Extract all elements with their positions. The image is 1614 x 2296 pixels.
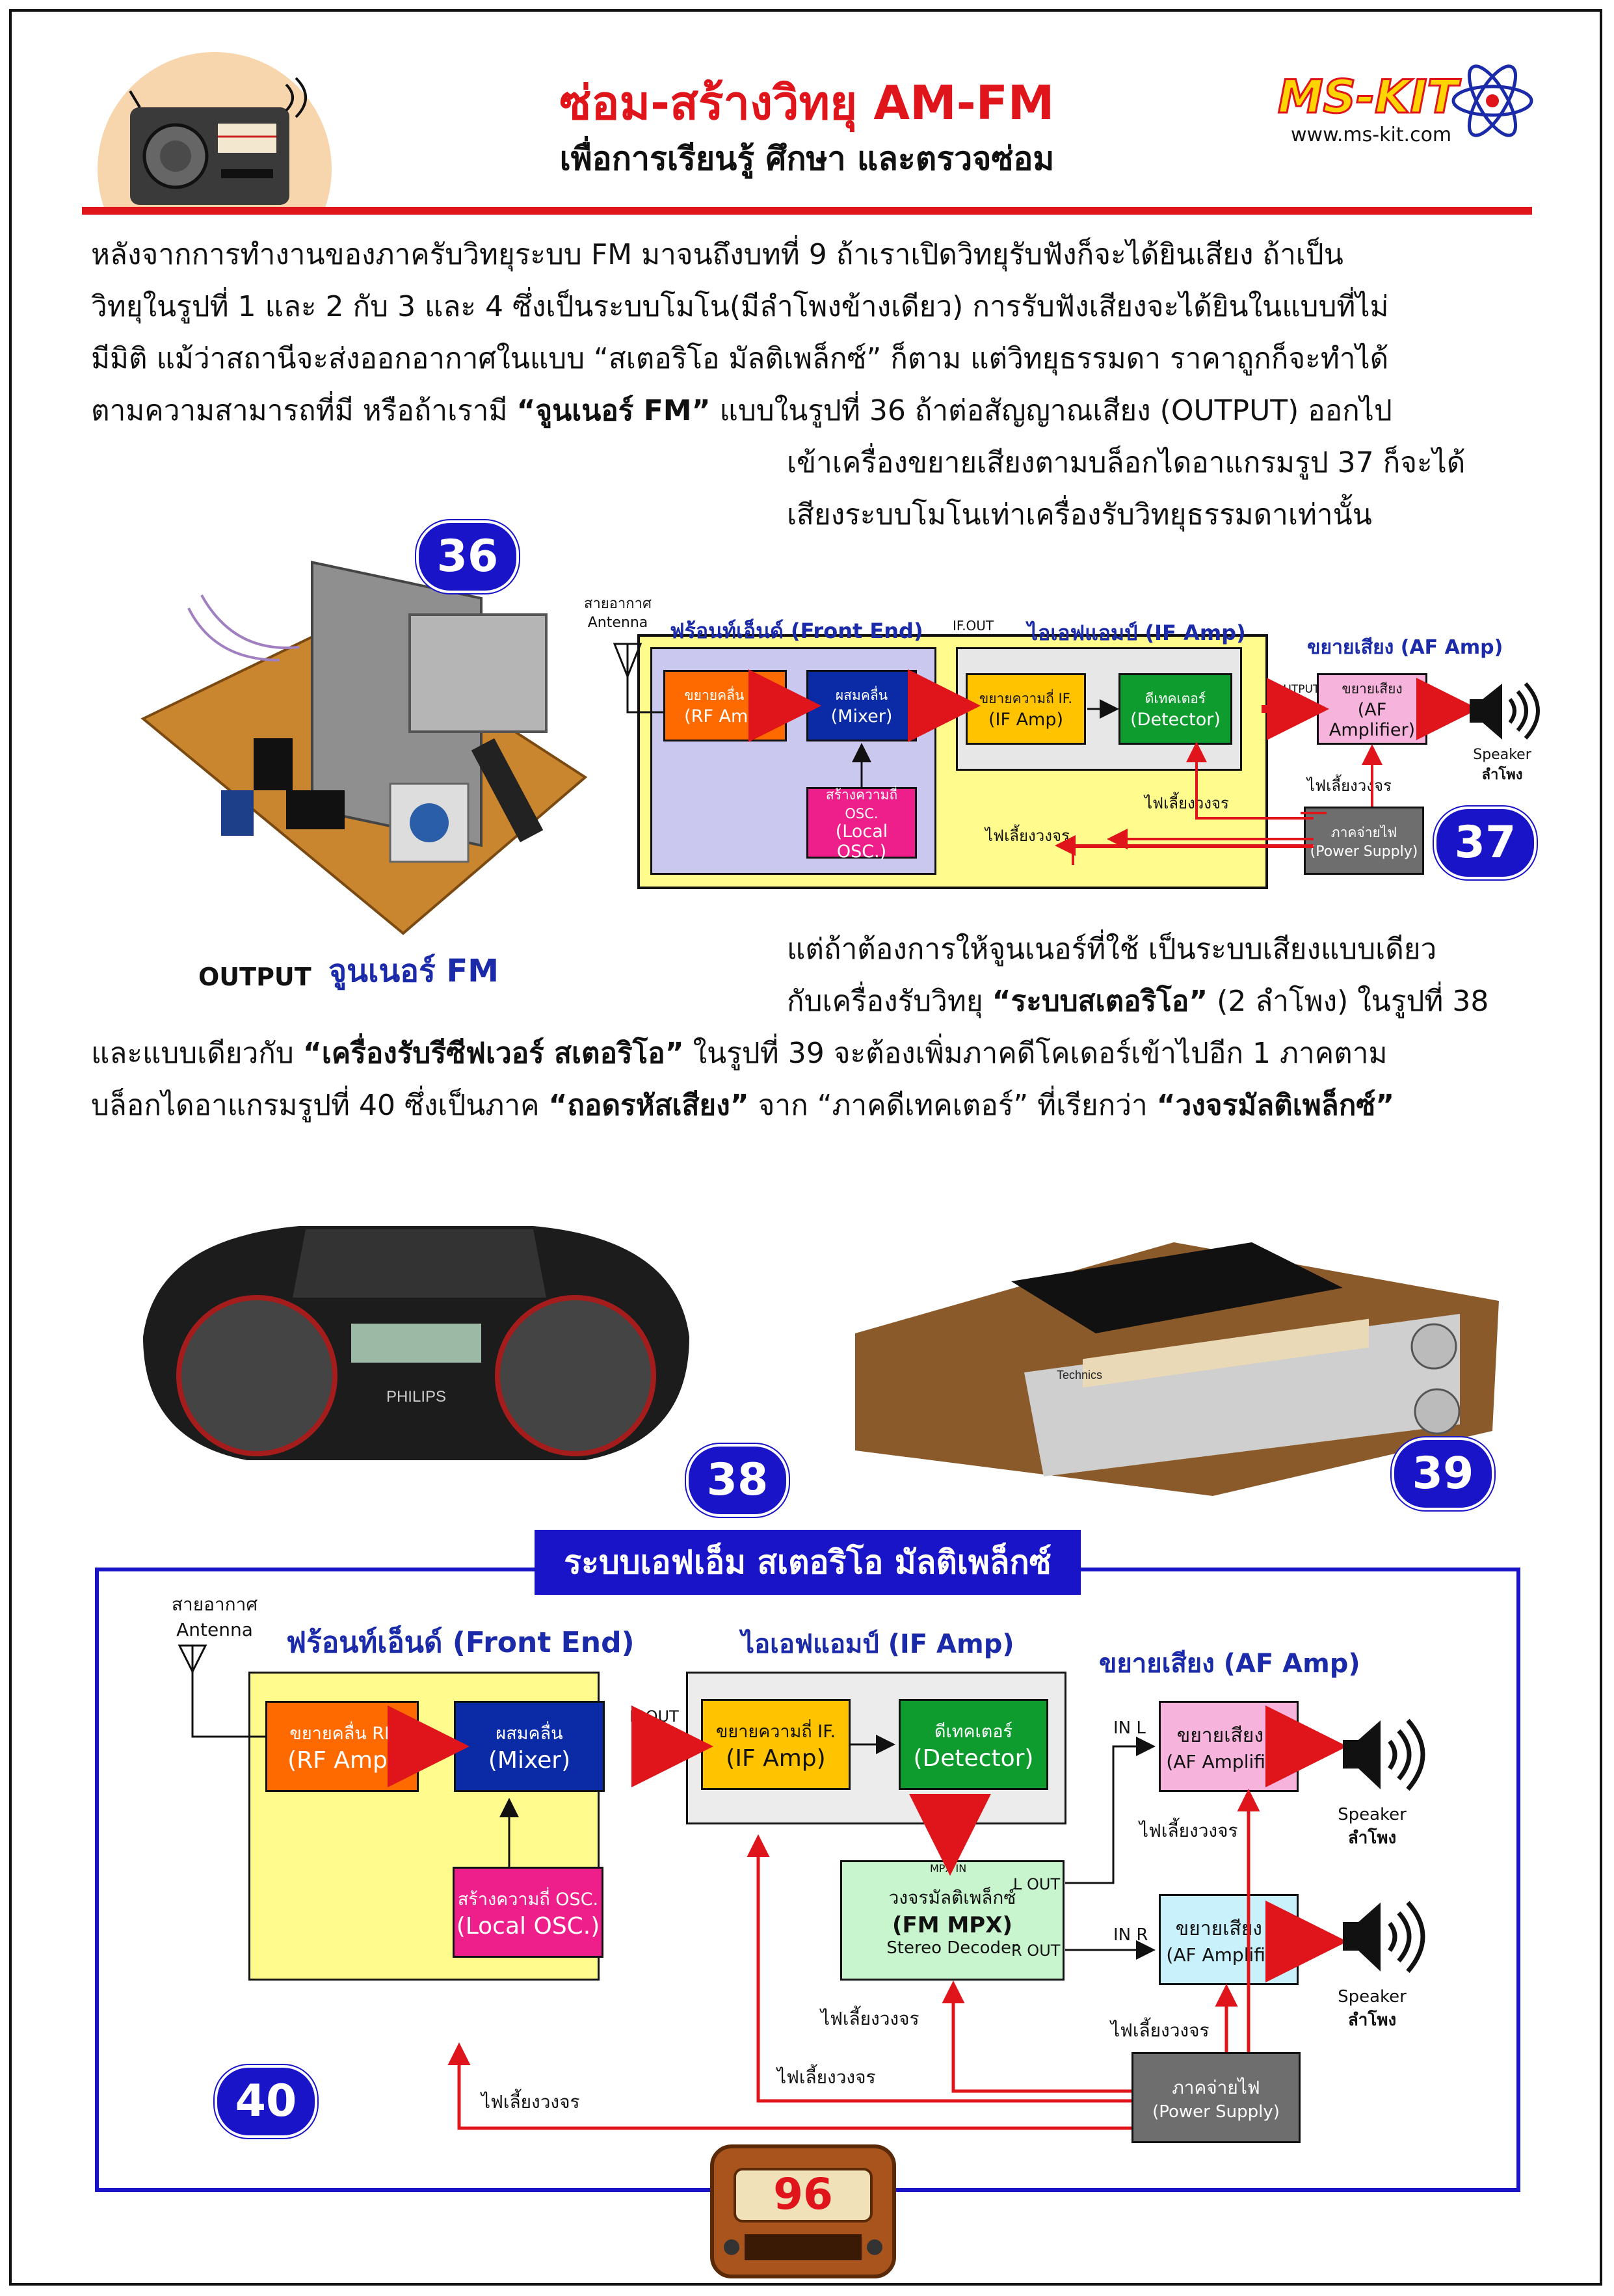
receiver-brand: Technics [1057, 1368, 1102, 1382]
stereo-boombox-photo: PHILIPS [143, 1226, 689, 1460]
fig37-local-osc-block: สร้างความถี่ OSC.(Local OSC.) [806, 787, 917, 862]
fig37-power-supply-block: ภาคจ่ายไฟ(Power Supply) [1304, 807, 1424, 875]
fig40-if-amp-label: ไอเอฟแอมป์ (IF Amp) [741, 1629, 1014, 1659]
intro-line-4: ตามความสามารถที่มี หรือถ้าเรามี “จูนเนอร… [91, 394, 1392, 427]
intro-line-6: เสียงระบบโมโนเท่าเครื่องรับวิทยุธรรมดาเท… [787, 498, 1372, 531]
fig40-local-osc-block: สร้างความถี่ OSC.(Local OSC.) [453, 1867, 603, 1958]
fig37-speaker-icon [1470, 682, 1540, 740]
fig37-connections [613, 643, 1479, 865]
fig40-front-end-label: ฟร้อนท์เอ็นด์ (Front End) [286, 1626, 635, 1659]
figure-37-badge: 37 [1434, 807, 1537, 879]
page-number: 96 [773, 2169, 833, 2219]
mid-line-4: บล็อกไดอาแกรมรูปที่ 40 ซึ่งเป็นภาค “ถอดร… [91, 1089, 1395, 1122]
fig40-in-l-label: IN L [1113, 1718, 1146, 1738]
page-number-radio-icon [710, 2144, 896, 2278]
intro-paragraph: หลังจากการทำงานของภาครับวิทยุระบบ FM มาจ… [91, 229, 1541, 437]
brand-url: www.ms-kit.com [1291, 124, 1452, 146]
fig40-feed-label-l: ไฟเลี้ยงวงจร [1139, 1820, 1238, 1841]
fig37-feed-label-2: ไฟเลี้ยงวงจร [1144, 794, 1229, 812]
brand-logo: MS-KIT [1277, 70, 1459, 125]
fig37-mixer-block: ผสมคลื่น(Mixer) [806, 670, 917, 741]
figure-39-badge: 39 [1392, 1437, 1494, 1510]
figure-36-caption: จูนเนอร์ FM [328, 953, 499, 989]
intro-line-3: มีมิติ แม้ว่าสถานีจะส่งออกอากาศในแบบ “สเ… [91, 342, 1389, 375]
fig37-detector-block: ดีเทคเตอร์(Detector) [1118, 673, 1232, 745]
fig37-if-amp-label: ไอเอฟแอมป์ (IF Amp) [1027, 621, 1246, 645]
figure-38-badge: 38 [686, 1444, 789, 1517]
radio-logo-icon [98, 52, 332, 208]
fig40-r-out-label: R OUT [1011, 1942, 1061, 1960]
fm-tuner-photo [140, 561, 588, 935]
figure-40-badge: 40 [215, 2065, 317, 2138]
intro-line-1: หลังจากการทำงานของภาครับวิทยุระบบ FM มาจ… [91, 238, 1343, 271]
fig40-mixer-block: ผสมคลื่น(Mixer) [454, 1701, 605, 1792]
fig37-if-amp-block: ขยายความถี่ IF.(IF Amp) [966, 673, 1086, 745]
mid-line-2: กับเครื่องรับวิทยุ “ระบบสเตอริโอ” (2 ลำโ… [787, 985, 1489, 1018]
boombox-brand: PHILIPS [386, 1388, 446, 1406]
fig40-if-amp-block: ขยายความถี่ IF.(IF Amp) [701, 1699, 851, 1790]
page-frame [9, 9, 1602, 2286]
fig40-connections [178, 1644, 1347, 2130]
intro-line-2: วิทยุในรูปที่ 1 และ 2 กับ 3 และ 4 ซึ่งเป… [91, 290, 1389, 323]
intro-line-5: เข้าเครื่องขยายเสียงตามบล็อกไดอาแกรมรูป … [787, 446, 1466, 479]
page-title: ซ่อม-สร้างวิทยุ AM-FM [559, 75, 1055, 130]
header-divider [82, 207, 1532, 215]
fig40-l-out-label: L OUT [1013, 1875, 1061, 1893]
fig40-speaker-l-icon [1343, 1718, 1425, 1791]
tuner-output-label: OUTPUT [198, 963, 311, 991]
stereo-receiver-photo: Technics [855, 1242, 1499, 1496]
figure-36-badge: 36 [416, 520, 519, 593]
fig40-feed-label-r: ไฟเลี้ยงวงจร [1111, 2020, 1210, 2041]
fig37-if-out-label: IF.OUT [953, 618, 994, 634]
fig37-front-end-label: ฟร้อนท์เอ็นด์ (Front End) [670, 619, 923, 643]
fig40-feed-label-mpx: ไฟเลี้ยงวงจร [821, 2008, 919, 2029]
page-subtitle: เพื่อการเรียนรู้ ศึกษา และตรวจซ่อม [559, 140, 1055, 178]
mid-paragraph-head: แต่ถ้าต้องการให้จูนเนอร์ที่ใช้ เป็นระบบเ… [787, 924, 1541, 1028]
mid-paragraph: และแบบเดียวกับ “เครื่องรับรีซีฟเวอร์ สเต… [91, 1028, 1541, 1132]
intro-paragraph-tail: เข้าเครื่องขยายเสียงตามบล็อกไดอาแกรมรูป … [787, 437, 1541, 541]
mid-line-1: แต่ถ้าต้องการให้จูนเนอร์ที่ใช้ เป็นระบบเ… [787, 933, 1437, 966]
fig40-feed-label-if: ไฟเลี้ยงวงจร [777, 2066, 876, 2088]
fig40-banner: ระบบเอฟเอ็ม สเตอริโอ มัลติเพล็กซ์ [535, 1530, 1081, 1595]
fig40-power-supply-block: ภาคจ่ายไฟ(Power Supply) [1131, 2052, 1301, 2143]
fig40-speaker-r-icon [1343, 1901, 1425, 1973]
fig40-af-amp-label: ขยายเสียง (AF Amp) [1099, 1649, 1360, 1679]
fig37-af-amp-label: ขยายเสียง (AF Amp) [1307, 636, 1503, 659]
fig40-detector-block: ดีเทคเตอร์(Detector) [899, 1699, 1048, 1790]
fig40-feed-label-fe: ไฟเลี้ยงวงจร [481, 2091, 580, 2113]
fig37-feed-label-1: ไฟเลี้ยงวงจร [1307, 777, 1392, 795]
atom-logo-icon [1451, 64, 1533, 137]
mid-line-3: และแบบเดียวกับ “เครื่องรับรีซีฟเวอร์ สเต… [91, 1037, 1388, 1070]
